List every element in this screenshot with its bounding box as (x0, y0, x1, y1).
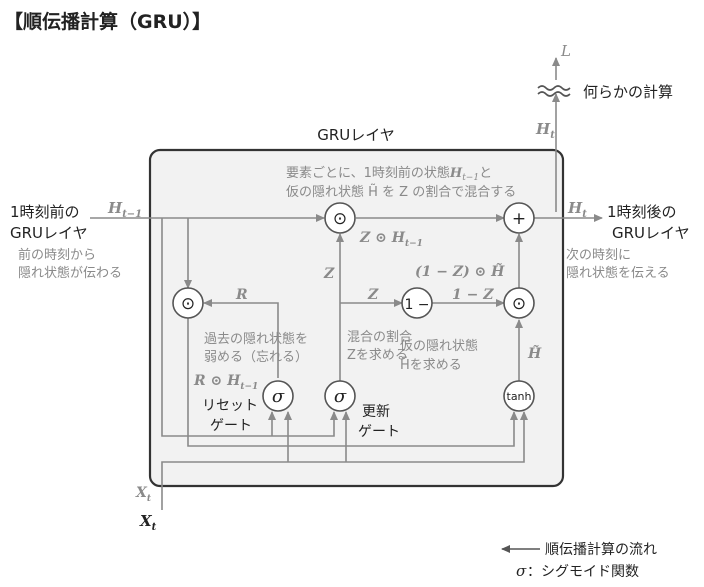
right-dot-symbol: ⊙ (512, 294, 526, 314)
legend-sigma-desc: ：シグモイド関数 (527, 564, 639, 580)
top-dot-node: ⊙ (324, 202, 356, 234)
r-to-reset-dot (203, 299, 279, 378)
mix-desc-1: 要素ごとに、1時刻前の状態Ht−1と (286, 165, 492, 183)
update-gate-label-2: ゲート (358, 424, 400, 440)
hprev-to-update-gate (161, 218, 338, 437)
update-sigma-symbol: σ (334, 386, 347, 407)
reset-dot-symbol: ⊙ (181, 294, 195, 314)
reset-sigma-node: σ (262, 380, 294, 412)
r-label: R (235, 287, 248, 303)
update-desc-2: Zを求める (347, 348, 408, 363)
rh-label: R ⊙ Ht−1 (193, 373, 258, 392)
loss-label: L (560, 42, 571, 60)
one-minus-z-h-label: (1 − Z) ⊙ H̃ (415, 262, 505, 280)
diagram-title: 【順伝播計算（GRU）】 (4, 10, 211, 33)
mix-desc-2: 仮の隠れ状態 H̃ を Z の割合で混合する (286, 184, 516, 200)
gru-layer-label: GRUレイヤ (317, 126, 395, 144)
rh-to-tanh (187, 318, 518, 447)
reset-dot-node: ⊙ (172, 287, 204, 319)
hprev-label: Ht−1 (107, 199, 142, 220)
cand-desc-1: 仮の隠れ状態 (400, 338, 478, 354)
plus-node: + (503, 202, 535, 234)
one-minus-node: 1 − (401, 287, 433, 319)
xt-input-label: Xt (139, 512, 157, 533)
tanh-symbol: tanh (507, 390, 532, 403)
right-dot-node: ⊙ (503, 287, 535, 319)
reset-gate-label-2: ゲート (210, 418, 252, 434)
gru-layer-box (148, 148, 565, 488)
left-layer-label-2: GRUレイヤ (10, 224, 88, 242)
top-dot-symbol: ⊙ (333, 209, 347, 229)
reset-desc-2: 弱める（忘れる） (204, 350, 308, 365)
xt-to-tanh (161, 411, 528, 510)
tanh-node: tanh (503, 380, 535, 412)
reset-desc-1: 過去の隠れ状態を (204, 331, 308, 347)
h-tilde-label: H̃ (527, 344, 542, 362)
cand-desc-2: H̃を求める (400, 358, 462, 373)
omission-wave-icon (537, 85, 571, 97)
left-layer-label-1: 1時刻前の (10, 203, 80, 221)
xt-inner-label: Xt (135, 485, 152, 504)
ht-right-label: Ht (567, 199, 587, 220)
left-desc-2: 隠れ状態が伝わる (18, 265, 122, 281)
right-desc-2: 隠れ状態を伝える (566, 265, 670, 281)
right-layer-label-2: GRUレイヤ (612, 224, 690, 242)
one-minus-z-label: 1 − Z (452, 287, 494, 303)
right-layer-label-1: 1時刻後の (607, 203, 677, 221)
zh-label: Z ⊙ Ht−1 (359, 230, 423, 249)
update-sigma-node: σ (324, 380, 356, 412)
z-vertical-label: Z (323, 266, 335, 282)
update-desc-1: 混合の割合 (347, 329, 412, 345)
calc-label: 何らかの計算 (583, 83, 673, 101)
reset-gate-label-1: リセット (202, 398, 258, 414)
ht-top-label: Ht (535, 120, 555, 141)
reset-sigma-symbol: σ (272, 386, 285, 407)
plus-symbol: + (512, 209, 526, 229)
z-horizontal-label: Z (367, 287, 379, 303)
legend-flow-label: 順伝播計算の流れ (545, 542, 657, 558)
update-gate-label-1: 更新 (362, 404, 390, 420)
legend-sigma-symbol: σ (516, 562, 527, 580)
right-desc-1: 次の時刻に (566, 247, 631, 263)
left-desc-1: 前の時刻から (18, 247, 96, 263)
one-minus-symbol: 1 − (404, 297, 429, 313)
